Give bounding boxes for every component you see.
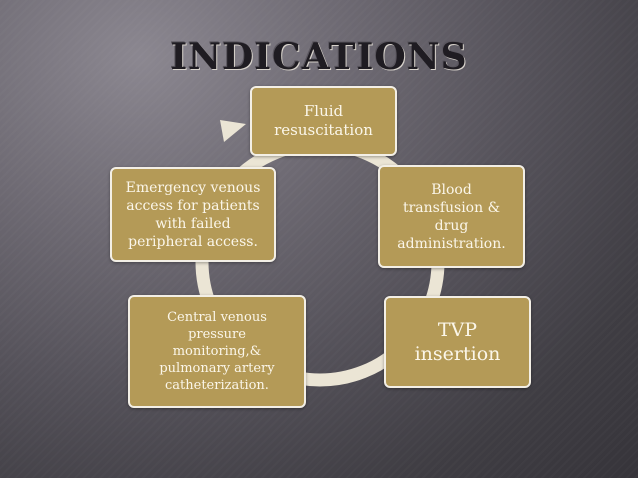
- label-line: transfusion &: [402, 199, 501, 216]
- label-line: pressure: [188, 327, 246, 342]
- label-line: Central venous: [167, 310, 267, 325]
- label-line: resuscitation: [274, 121, 373, 139]
- node-central-venous-pressure: Central venous pressure monitoring,& pulmon…: [128, 295, 306, 408]
- label-line: access for patients: [126, 197, 260, 214]
- cycle-arrow-icon: [220, 120, 246, 142]
- label-line: with failed: [155, 215, 231, 232]
- label-line: Emergency venous: [125, 179, 261, 196]
- slide-title: INDICATIONS: [170, 36, 468, 78]
- node-label: Central venous pressure monitoring,& pulmon…: [159, 309, 274, 394]
- label-line: administration.: [397, 235, 506, 252]
- label-line: peripheral access.: [128, 233, 258, 250]
- label-line: insertion: [414, 343, 501, 365]
- label-line: monitoring,&: [172, 344, 262, 359]
- label-line: TVP: [437, 319, 478, 341]
- label-line: Blood: [431, 181, 472, 198]
- label-line: Fluid: [303, 102, 344, 120]
- label-line: pulmonary artery: [159, 361, 275, 376]
- label-line: catheterization.: [165, 378, 269, 393]
- label-line: drug: [434, 217, 469, 234]
